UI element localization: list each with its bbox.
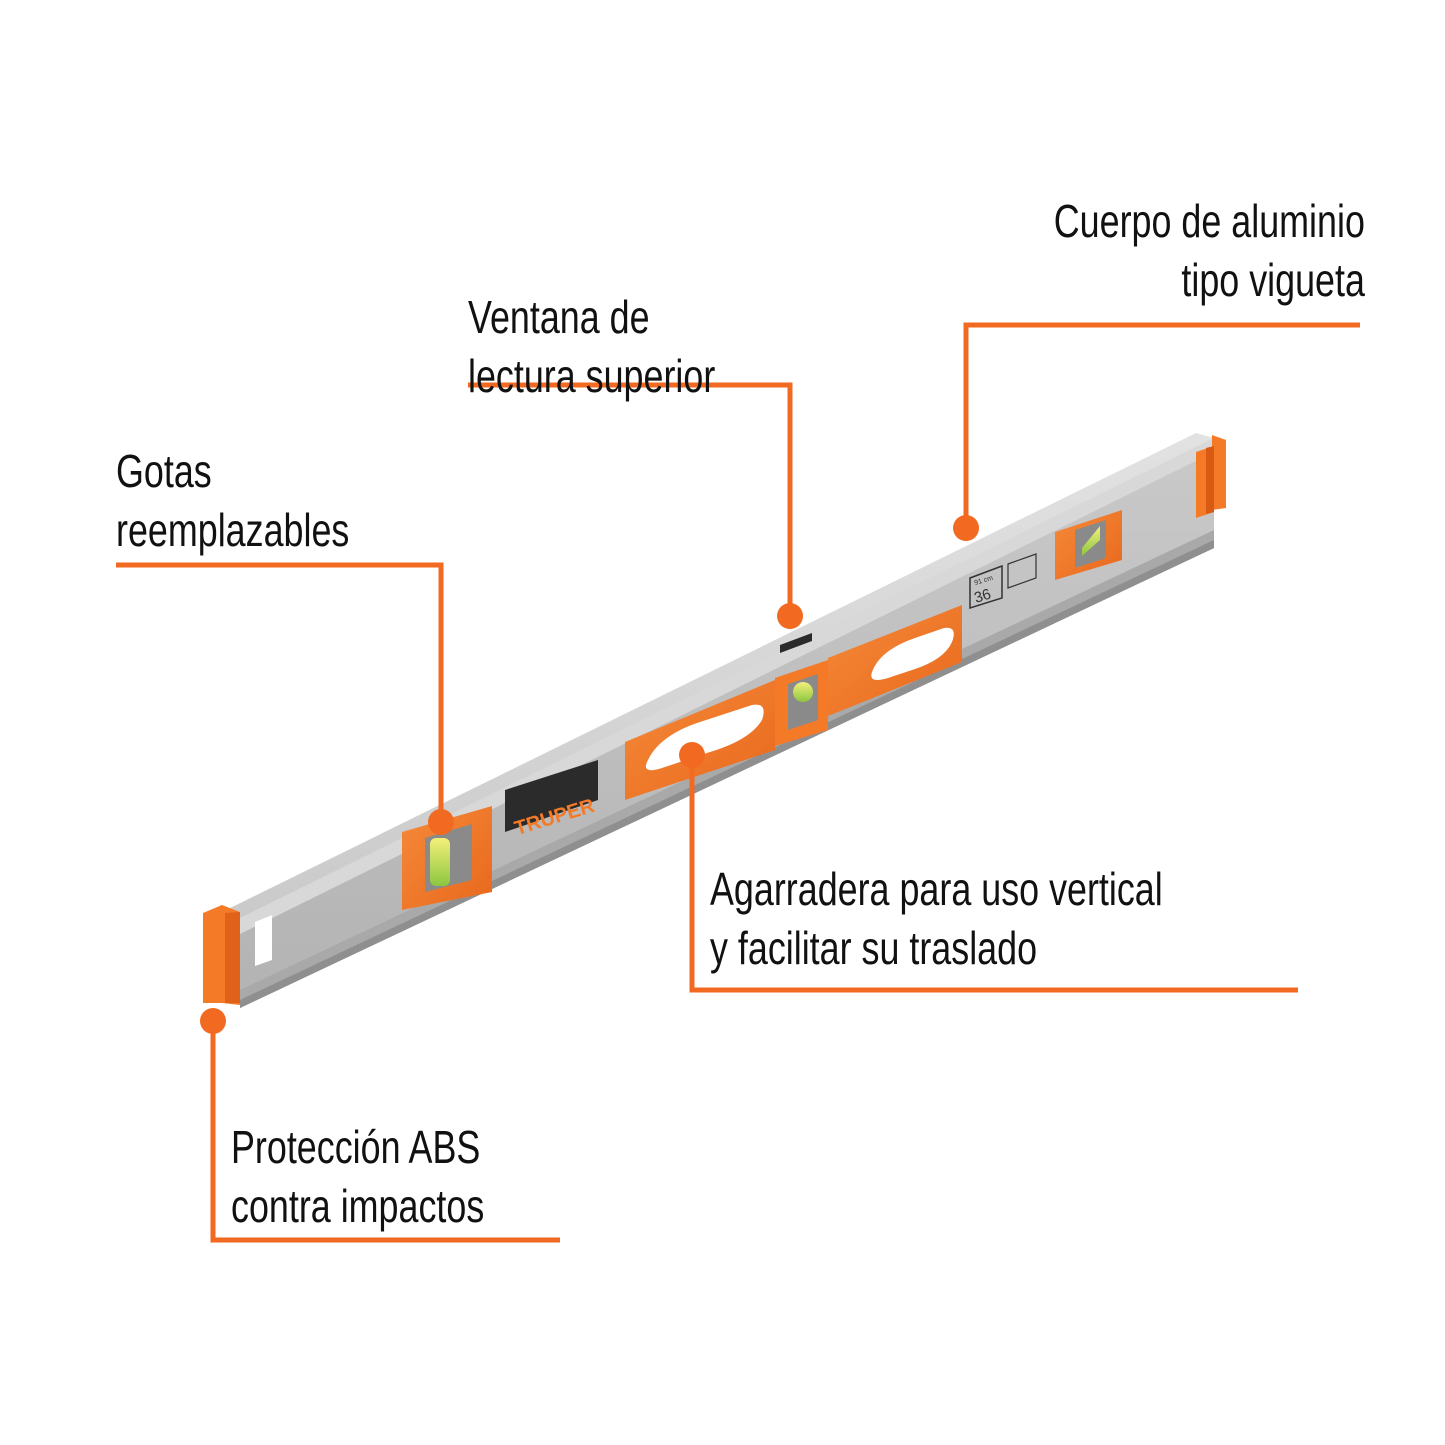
svg-text:36: 36 (972, 586, 993, 607)
callout-line-2: tipo vigueta (1181, 254, 1365, 306)
callout-line-abs (210, 1022, 560, 1243)
callout-dot-reading-window (777, 603, 803, 629)
center-vial-housing (775, 633, 828, 746)
left-vial-housing (402, 806, 492, 910)
callout-line-2: y facilitar su traslado (710, 922, 1038, 974)
callout-line-2: lectura superior (468, 350, 716, 402)
callout-replaceable-vials: Gotas reemplazables (116, 442, 349, 560)
callout-line-1: Agarradera para uso vertical (710, 863, 1163, 915)
callout-aluminum-body: Cuerpo de aluminio tipo vigueta (1054, 192, 1365, 310)
callout-dot-aluminum-body (953, 515, 979, 541)
callout-dot-vials (428, 809, 454, 835)
callout-line-2: contra impactos (231, 1180, 485, 1232)
size-stamp: 91 cm 36 (969, 553, 1037, 610)
left-handle (625, 680, 775, 800)
callout-lines (116, 322, 1360, 1243)
callout-vertical-handle: Agarradera para uso vertical y facilitar… (710, 860, 1163, 978)
callout-line-1: Gotas (116, 445, 212, 497)
callout-dot-abs (200, 1008, 226, 1034)
right-handle (828, 605, 962, 716)
callout-reading-window: Ventana de lectura superior (468, 288, 715, 406)
callout-abs-protection: Protección ABS contra impactos (231, 1118, 484, 1236)
callout-line-handle (689, 756, 1298, 993)
callout-line-1: Cuerpo de aluminio (1053, 195, 1365, 247)
right-end-cap (1196, 435, 1226, 518)
callout-line-1: Ventana de (468, 291, 650, 343)
callout-line-1: Protección ABS (231, 1121, 481, 1173)
callout-dot-handle (679, 742, 705, 768)
callout-dots (200, 515, 979, 1034)
right-vial-housing (1055, 510, 1122, 580)
callout-line-vials (116, 562, 444, 820)
callout-line-aluminum-body (963, 322, 1360, 527)
callout-line-reading-window (468, 382, 793, 615)
left-end-cap (203, 905, 272, 1005)
callout-line-2: reemplazables (116, 504, 350, 556)
